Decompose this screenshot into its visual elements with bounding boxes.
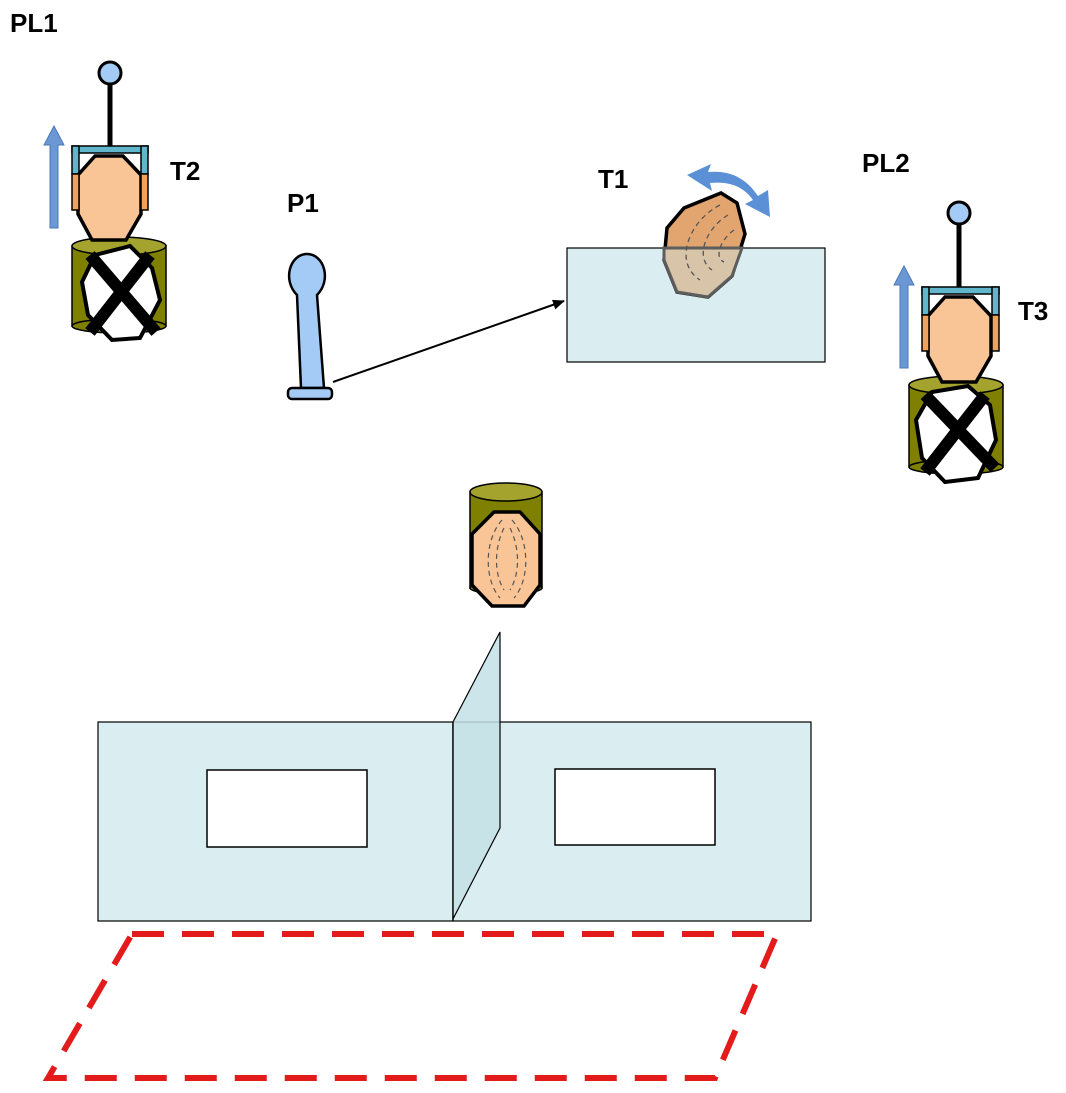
pot-center [469, 482, 543, 608]
tool-t2-group [43, 60, 167, 343]
label-t1: T1 [598, 164, 628, 194]
left-window [206, 769, 368, 848]
up-arrow-icon [893, 264, 915, 369]
head-icon [926, 295, 993, 384]
placement-area-outline [42, 931, 782, 1081]
label-pl1: PL1 [10, 8, 58, 38]
bottom-panels [97, 631, 812, 922]
right-window [554, 768, 716, 846]
tool-t3-group [893, 200, 1004, 485]
head-icon [76, 154, 143, 242]
label-t3: T3 [1018, 296, 1048, 326]
lever-knob-icon [946, 200, 972, 226]
gripper-t2 [71, 145, 149, 242]
lever-knob-icon [97, 60, 123, 86]
panel-t1 [566, 164, 826, 363]
lever-handle-icon [287, 252, 327, 390]
up-arrow-icon [43, 124, 65, 229]
label-p1: P1 [287, 188, 319, 218]
label-t2: T2 [170, 156, 200, 186]
pot-pl2 [908, 375, 1004, 485]
rotate-arrow-icon [687, 164, 770, 217]
pot-pl1 [71, 236, 167, 343]
label-pl2: PL2 [862, 148, 910, 178]
connector-arrow [332, 299, 565, 383]
lever-p1 [286, 252, 334, 401]
head-icon [470, 510, 542, 608]
gripper-t3 [921, 286, 1000, 384]
